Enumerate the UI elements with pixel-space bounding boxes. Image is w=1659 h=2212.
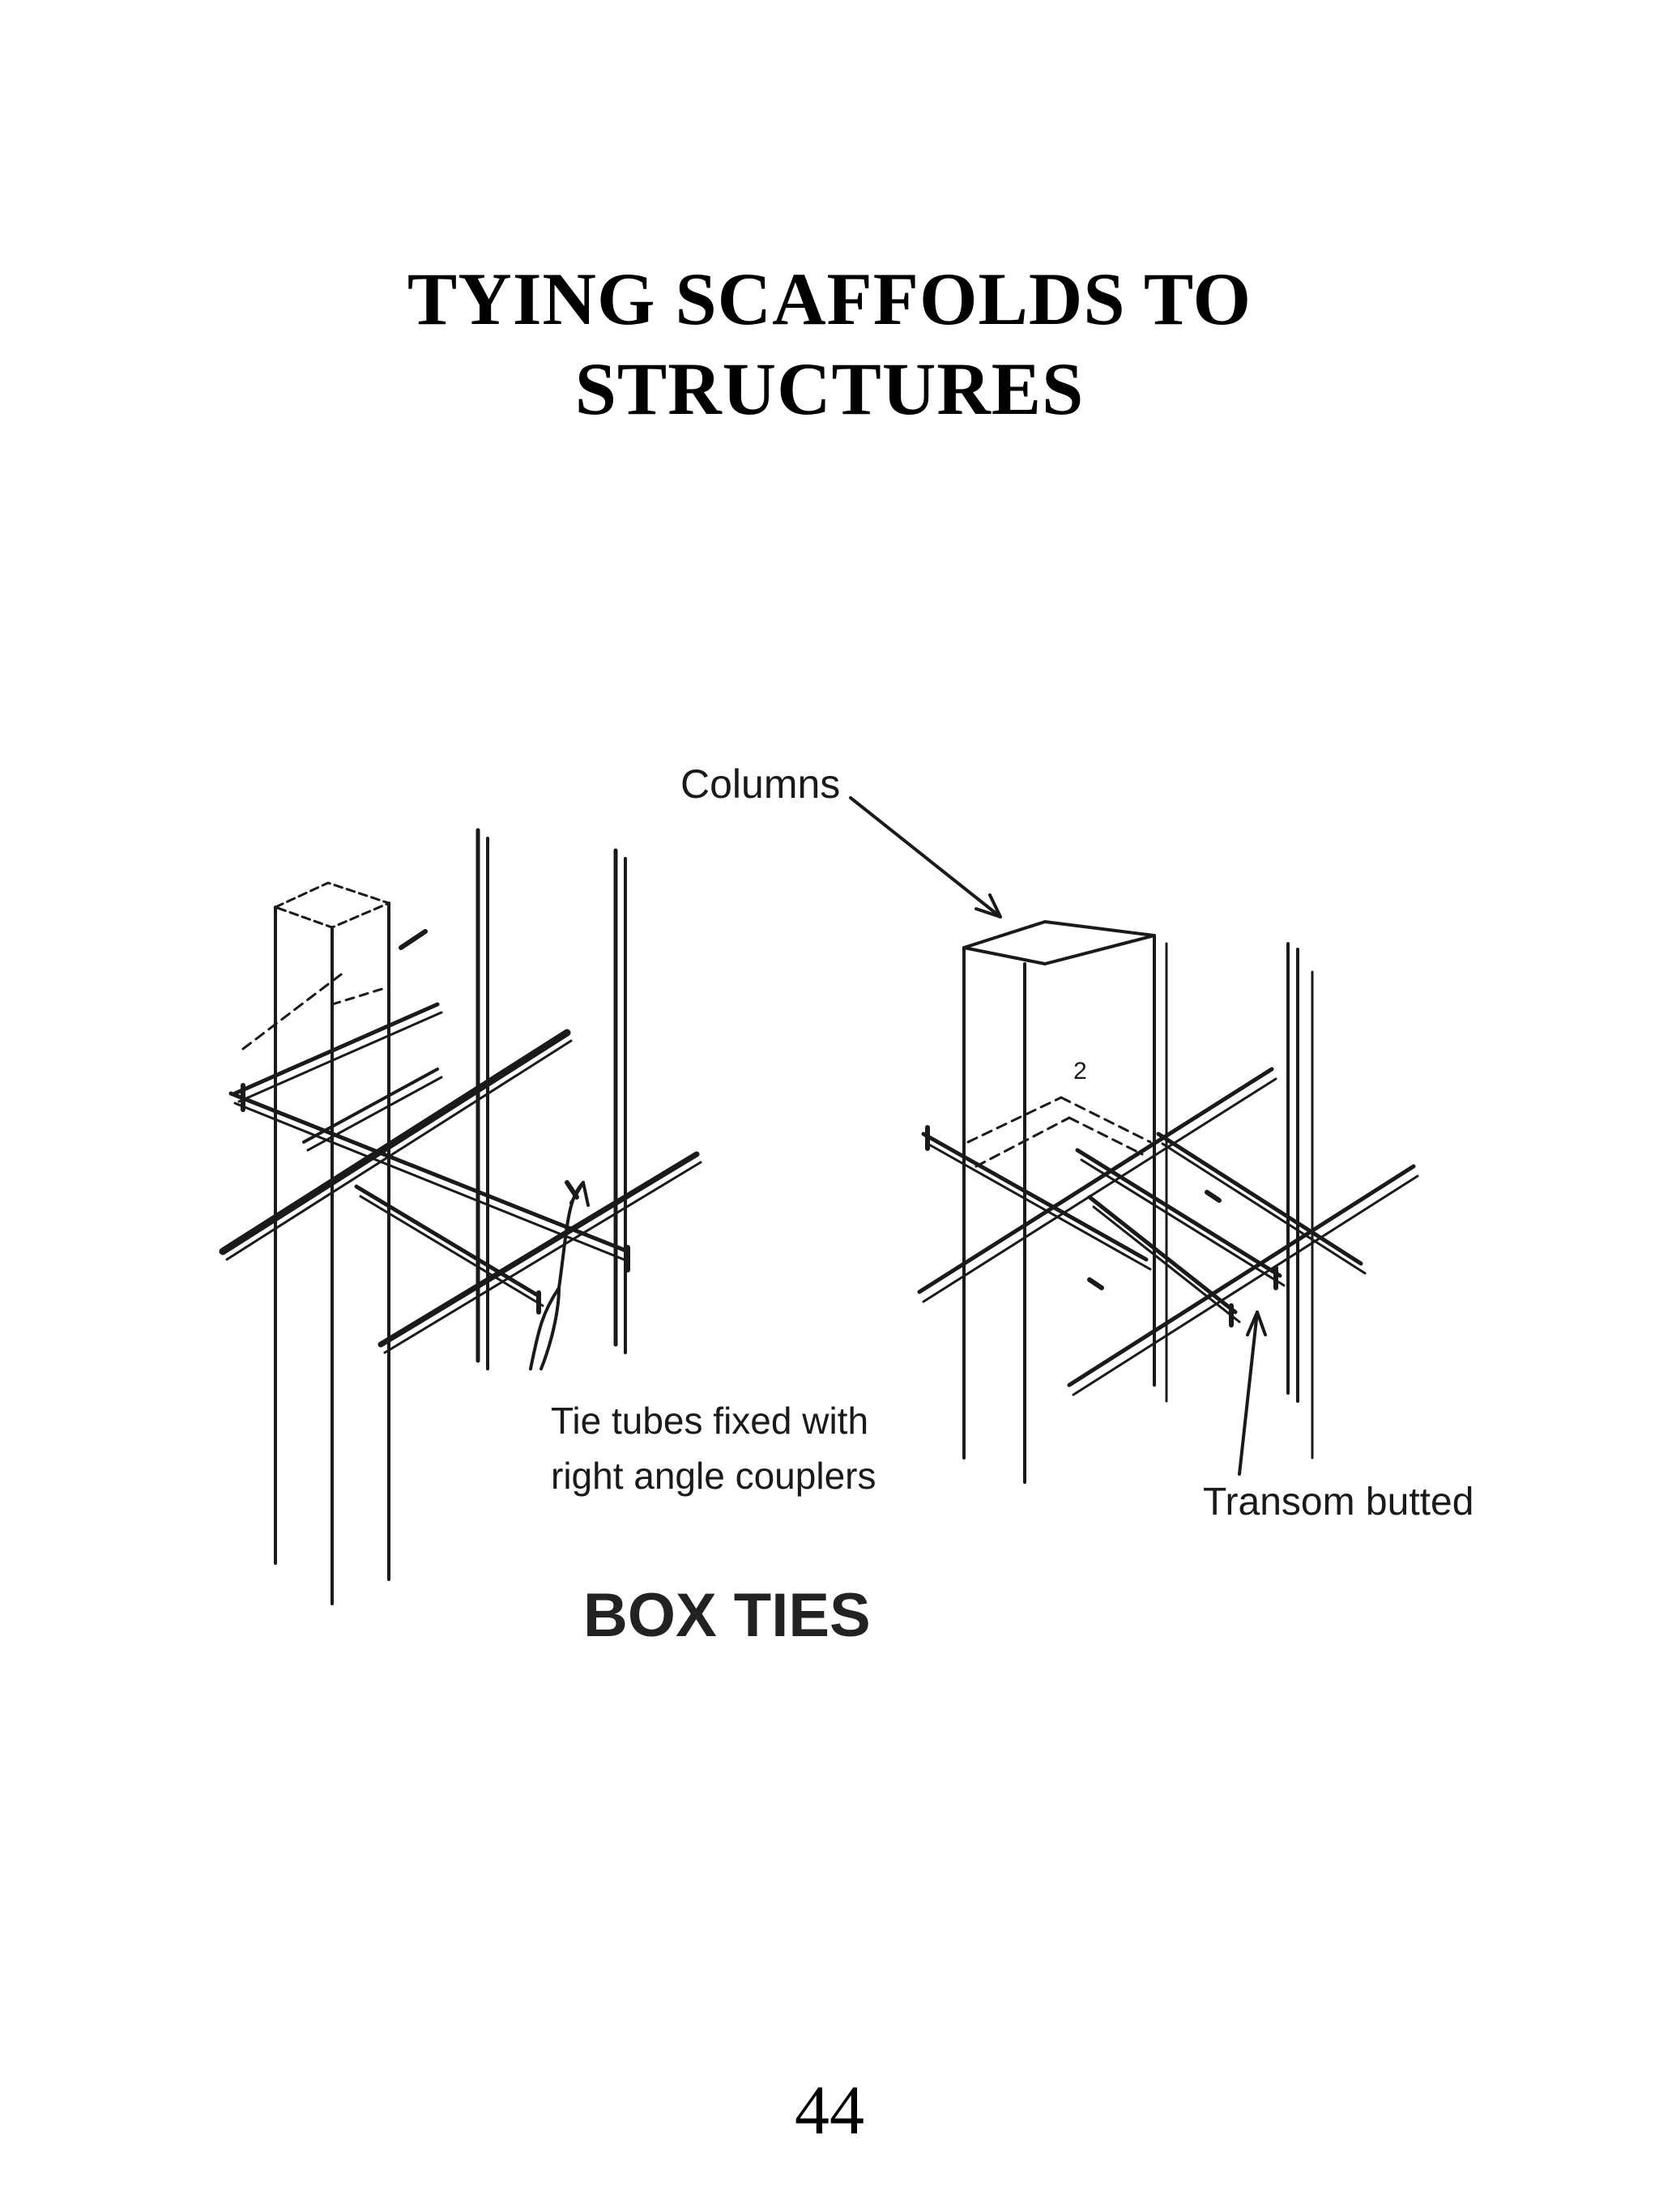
box-ties-caption: BOX TIES bbox=[583, 1581, 871, 1650]
right-tie-tubes bbox=[917, 1067, 1419, 1396]
page-title-line-2: STRUCTURES bbox=[574, 347, 1085, 430]
left-tie-tubes bbox=[219, 1002, 702, 1354]
page-title-line-1: TYING SCAFFOLDS TO bbox=[407, 258, 1252, 340]
right-couplers bbox=[925, 1125, 1278, 1328]
transom-butted-label: Transom butted bbox=[1203, 1481, 1473, 1524]
box-ties-drawing: 2 bbox=[219, 761, 1473, 1650]
left-standards bbox=[476, 828, 627, 1370]
left-hidden-ties bbox=[241, 929, 428, 1051]
svg-text:2: 2 bbox=[1073, 1058, 1087, 1085]
right-label-arrows bbox=[849, 796, 1267, 1476]
right-hidden-ties: 2 bbox=[966, 1058, 1152, 1168]
tie-tubes-label-line-2: right angle couplers bbox=[551, 1455, 876, 1497]
columns-label: Columns bbox=[680, 761, 840, 807]
right-standards bbox=[1286, 942, 1314, 1460]
left-column bbox=[274, 881, 390, 1605]
left-label-arrows bbox=[529, 1181, 590, 1370]
box-ties-figure: 2 bbox=[0, 729, 1659, 1701]
page-number: 44 bbox=[795, 2071, 864, 2149]
tie-tubes-label-line-1: Tie tubes fixed with bbox=[551, 1400, 868, 1442]
